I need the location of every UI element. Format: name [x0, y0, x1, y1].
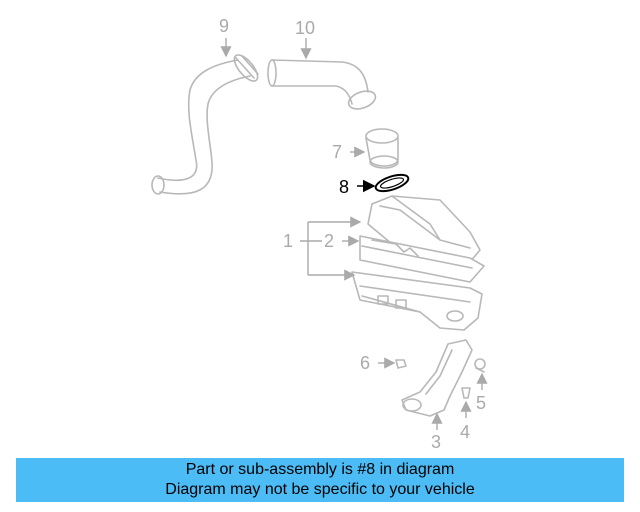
- info-banner: Part or sub-assembly is #8 in diagram Di…: [16, 458, 624, 502]
- callout-6: 6: [360, 353, 370, 373]
- part-8-seal-ring[interactable]: [374, 172, 410, 195]
- part-3-inlet-duct[interactable]: [401, 339, 473, 417]
- part-10-air-duct[interactable]: [267, 59, 378, 112]
- part-9-intake-hose[interactable]: [151, 51, 262, 195]
- callout-2: 2: [324, 231, 334, 251]
- callout-5: 5: [476, 393, 486, 413]
- callout-3: 3: [431, 432, 441, 452]
- callout-1: 1: [283, 231, 293, 251]
- part-5-grommet[interactable]: [474, 358, 486, 373]
- callout-7: 7: [332, 142, 342, 162]
- banner-line-2: Diagram may not be specific to your vehi…: [165, 481, 475, 498]
- callout-4: 4: [460, 422, 470, 442]
- callout-10: 10: [295, 18, 315, 38]
- part-6-bolt[interactable]: [395, 359, 407, 369]
- callout-8: 8: [339, 177, 349, 197]
- part-1-air-cleaner-case[interactable]: [351, 271, 483, 331]
- part-4-clip[interactable]: [461, 387, 471, 399]
- part-7-adaptor[interactable]: [365, 128, 399, 169]
- callout-9: 9: [219, 16, 229, 36]
- part-2-air-filter-cover[interactable]: [359, 195, 485, 283]
- banner-line-1: Part or sub-assembly is #8 in diagram: [185, 461, 455, 478]
